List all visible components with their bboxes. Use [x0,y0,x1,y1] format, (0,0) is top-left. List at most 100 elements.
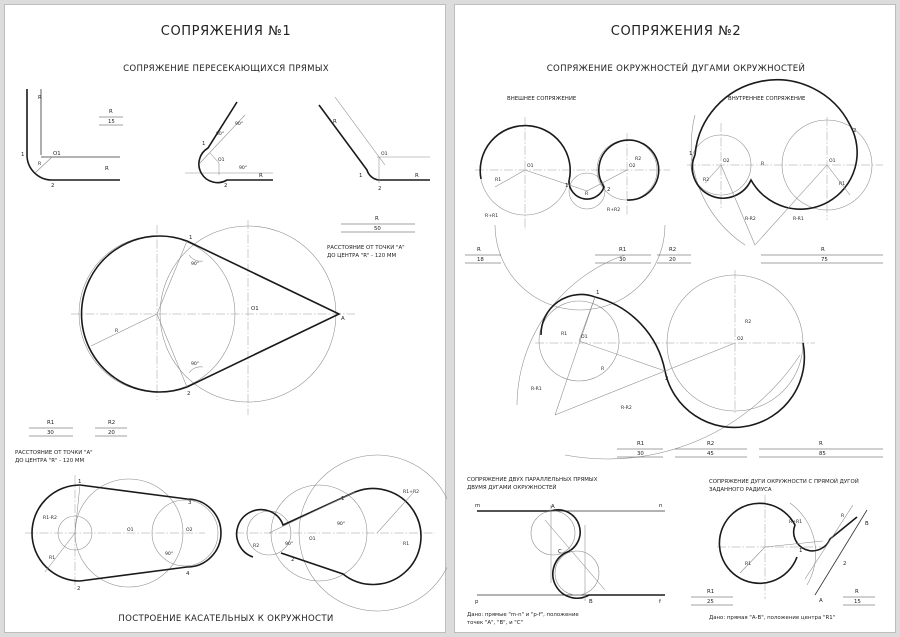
label-r1: R1 [745,561,751,567]
deg-90-2: 90° [191,361,199,367]
table-mid-r2-label: R2 [707,441,714,447]
deg-90: 90° [165,551,173,557]
line-a-b [814,509,868,596]
tangent-from-point-figure: 1 2 A O1 90° 90° R [71,220,355,415]
table-r75-value: 75 [821,257,828,263]
point-2: 2 [843,561,846,567]
sheet-1: СОПРЯЖЕНИЯ №1 СОПРЯЖЕНИЕ ПЕРЕСЕКАЮЩИХСЯ … [4,4,447,633]
fillet-contour [198,101,273,184]
section-circle-arcs-title: СОПРЯЖЕНИЕ ОКРУЖНОСТЕЙ ДУГАМИ ОКРУЖНОСТЕ… [547,62,806,74]
center-line [554,296,596,416]
center-o1: O1 [53,151,61,157]
point-1: 1 [799,548,802,554]
label-r2: R2 [703,177,709,183]
circle-r1 [538,300,620,382]
radius-line [494,169,526,188]
table-r1-25-label: R1 [707,589,714,595]
label-r-3: R [38,161,42,167]
parallel-lines-fillet-figure: m n p f A B C [475,503,665,605]
point-1: 1 [596,290,599,296]
section-intersecting-lines-title: СОПРЯЖЕНИЕ ПЕРЕСЕКАЮЩИХСЯ ПРЯМЫХ [123,64,329,74]
center-o1: O1 [527,163,534,169]
label-r1: R1 [49,555,55,561]
center-o2: O2 [723,158,730,164]
label-r: R [601,366,605,372]
table-r2-label: R2 [108,420,115,426]
note-distance-a-3: РАССТОЯНИЕ ОТ ТОЧКИ "А" [15,450,93,456]
label-r: R [259,173,263,179]
center-o1: O1 [251,306,259,312]
point-2: 2 [224,183,227,189]
angle-arc [188,254,204,262]
label-r1: R1 [839,181,845,187]
outer-fillet-figure: 1 2 O1 O2 R1 R2 R R+R1 R+R2 [475,117,670,311]
tables-row-3: R1 25 R 15 [691,589,875,606]
table-r75-label: R [821,247,825,253]
deg-90-2: 90° [285,541,293,547]
parallel-note-2: точек "А", "В", и "С" [467,620,523,626]
label-n: n [659,503,662,509]
center-line [578,340,666,372]
table-r1-label: R1 [47,420,54,426]
label-r: R [333,119,337,125]
center-o1: O1 [581,334,588,340]
point-2: 2 [378,186,381,192]
s-curve-figure: 1 2 O1 O2 R1 R2 R R-R1 R-R2 [516,254,815,460]
center-o1: O1 [381,151,388,157]
tables-row-2: R1 30 R2 45 R 85 [617,441,883,458]
fillet-acute-angle-figure: 1 2 O1 90° 90° 90° R [185,101,273,189]
tangent-line [268,491,356,534]
fillet-right-angle-figure: 1 2 O1 R R R [21,89,120,189]
table-r18-value: 18 [477,257,484,263]
sheet-2-title: СОПРЯЖЕНИЯ №2 [611,24,741,39]
center-line [720,164,756,246]
construction-arc [494,224,666,311]
point-2: 2 [187,391,190,397]
label-f: f [659,599,661,605]
center-o2: O2 [737,336,744,342]
point-b: B [589,599,593,605]
label-r: R [585,191,589,197]
center-o1: O1 [309,536,316,542]
point-3: 3 [188,500,191,506]
table-mid-r2-value: 45 [707,451,714,457]
deg-90: 90° [216,131,224,137]
point-2: 2 [77,586,80,592]
table-r-15: R 15 [99,109,123,126]
radius-line [156,240,188,315]
point-1: 1 [341,496,344,502]
circle-r1 [781,119,873,211]
note-distance-a-4: ДО ЦЕНТРА "R" - 120 ММ [15,458,84,464]
point-1: 1 [78,479,81,485]
arc-line-fillet-figure: 1 2 A B R1 R+R1 R [717,495,869,604]
table-mid-r-value: 85 [819,451,826,457]
label-r1-plus-r2: R1+R2 [403,489,419,495]
point-2: 2 [51,183,54,189]
outer-fillet-contour [479,124,660,201]
auxiliary-circle [159,225,337,403]
point-4: 4 [186,571,190,577]
arc-line-title-2: ЗАДАННОГО РАДИУСА [709,487,772,493]
deg-90: 90° [337,521,345,527]
center-o1: O1 [127,527,134,533]
center-line [554,342,736,416]
deg-90-3: 90° [239,165,247,171]
label-r1-r2: R1-R2 [43,515,57,521]
radius-line [44,532,76,573]
small-circle [151,499,219,567]
center-o1: O1 [218,157,225,163]
point-c: C [558,549,562,555]
circle-r2 [690,134,752,196]
construction-line [199,114,246,164]
offset-line [804,504,854,580]
outer-fillet-label: ВНЕШНЕЕ СОПРЯЖЕНИЕ [507,96,577,102]
label-m: m [475,503,480,509]
section-tangents-title: ПОСТРОЕНИЕ КАСАТЕЛЬНЫХ К ОКРУЖНОСТИ [118,614,333,624]
table-r1-value: 30 [47,430,54,436]
label-r: R [841,513,845,519]
construction-arc [789,502,816,586]
note-distance-a-1: РАССТОЯНИЕ ОТ ТОЧКИ "А" [327,245,405,251]
point-2: 2 [853,128,856,134]
center-line [524,169,588,192]
table-r-15-value: 15 [108,119,115,125]
